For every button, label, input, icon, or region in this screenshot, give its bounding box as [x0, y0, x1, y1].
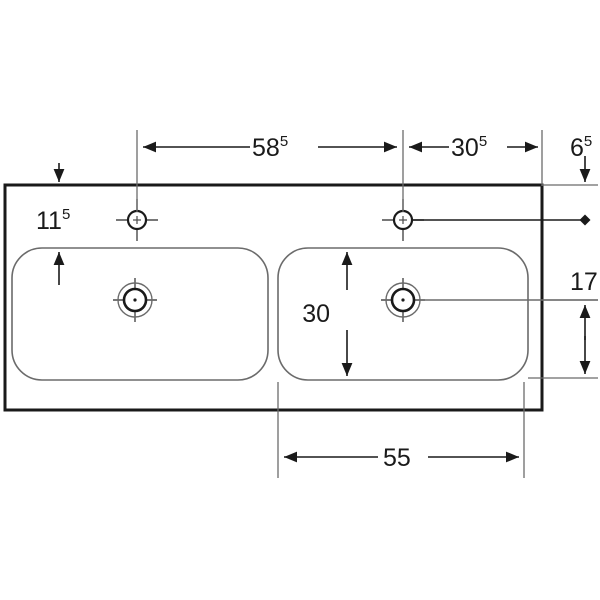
dimension-30-5-label: 305: [451, 133, 487, 162]
washbasin-body-outline: [3, 183, 544, 412]
dimension-55: 55: [284, 444, 519, 472]
dimension-6-5-label: 65: [570, 133, 592, 162]
dimension-17: 17: [570, 268, 598, 374]
dimension-extension-lines: [136, 130, 598, 478]
left-basin-outline: [11, 247, 269, 381]
dimension-11-5-label: 115: [36, 206, 70, 235]
dimension-58-5-label: 585: [252, 133, 288, 162]
dimension-55-label: 55: [383, 444, 411, 472]
right-basin-outline: [277, 247, 529, 381]
dimension-6-5: 65: [570, 133, 592, 182]
dimension-30: 30: [302, 252, 353, 376]
dimension-11-5: 115: [36, 163, 70, 285]
drain-left-icon: [113, 278, 157, 322]
dimension-17-label: 17: [570, 268, 598, 296]
dimension-58-5: 585: [143, 133, 397, 162]
dimension-30-label: 30: [302, 300, 330, 328]
drain-right-icon: [381, 278, 425, 322]
dimension-30-5: 305: [409, 133, 538, 162]
tap-hole-left-icon: [116, 199, 158, 241]
